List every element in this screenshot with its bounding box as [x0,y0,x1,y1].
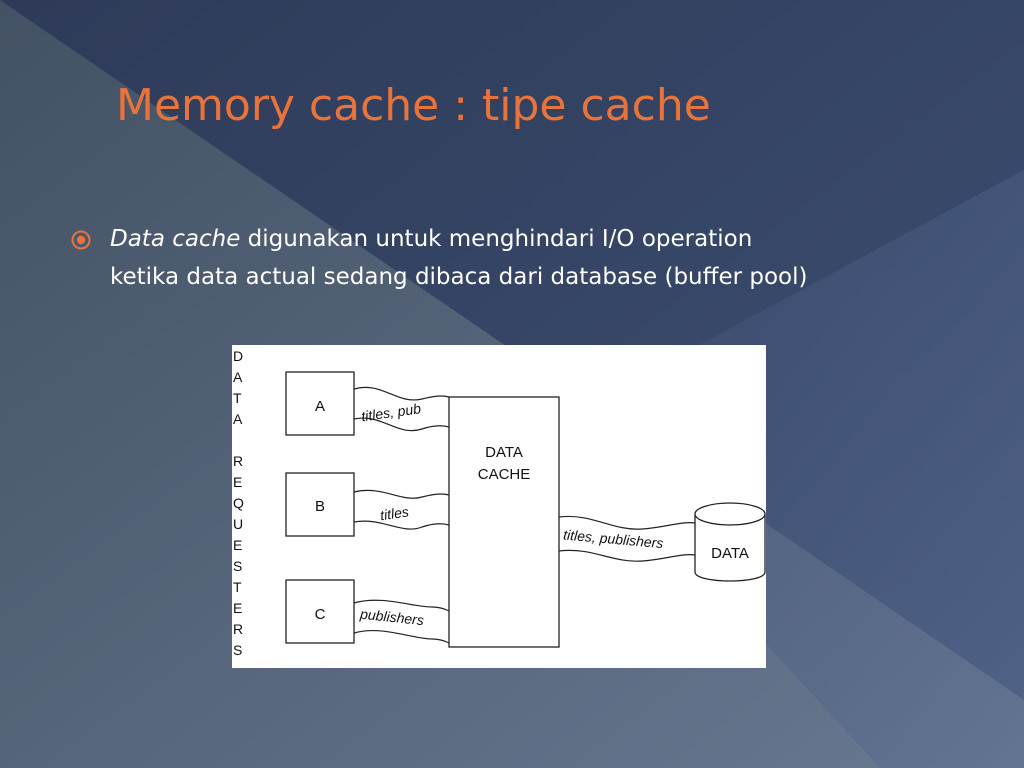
stream-ribbon-a: titles, pub [353,386,450,432]
bullet-line1: digunakan untuk menghindari I/O operatio… [240,226,753,252]
stream-label-b: titles [379,503,410,523]
stream-ribbon-b: titles [353,489,450,530]
database-cylinder: DATA [694,502,766,582]
side-letter: S [233,558,242,574]
requester-label-b: B [315,498,325,515]
side-letter: R [233,453,243,469]
bullet-text: Data cache digunakan untuk menghindari I… [110,220,970,296]
side-letter: Q [233,495,244,511]
side-letter: A [233,411,243,427]
requester-box-b [285,472,355,537]
requester-label-a: A [315,398,325,415]
stream-label-db: titles, publishers [563,526,664,551]
bullet-item: Data cache digunakan untuk menghindari I… [70,220,970,296]
database-label: DATA [711,545,749,562]
side-letter: E [233,600,242,616]
slide-title: Memory cache : tipe cache [116,80,711,131]
bullet-line2: ketika data actual sedang dibaca dari da… [110,264,808,290]
stream-label-c: publishers [359,606,425,629]
side-label: D A T A R E Q U E S T E R S [233,348,244,658]
side-letter: T [233,390,242,406]
side-letter: T [233,579,242,595]
side-letter: S [233,642,242,658]
side-letter: D [233,348,243,364]
data-cache-label-1: DATA [485,444,523,461]
side-letter: E [233,474,242,490]
stream-ribbon-db: titles, publishers [558,515,696,562]
diagram-canvas: D A T A R E Q U E S T E R S A B C titles… [233,348,766,658]
side-letter: U [233,516,243,532]
data-cache-label-2: CACHE [478,466,531,483]
side-letter: E [233,537,242,553]
bullet-circle-icon [71,230,91,250]
data-cache-box [448,396,560,648]
requester-label-c: C [315,606,326,623]
requester-box-a [285,371,355,436]
bullet-emphasis: Data cache [110,226,241,252]
requester-box-c [285,579,355,644]
side-letter: A [233,369,243,385]
data-cache-diagram: D A T A R E Q U E S T E R S A B C titles… [232,345,766,668]
stream-ribbon-c: publishers [353,599,450,644]
side-letter: R [233,621,243,637]
stream-label-a: titles, pub [360,400,422,424]
